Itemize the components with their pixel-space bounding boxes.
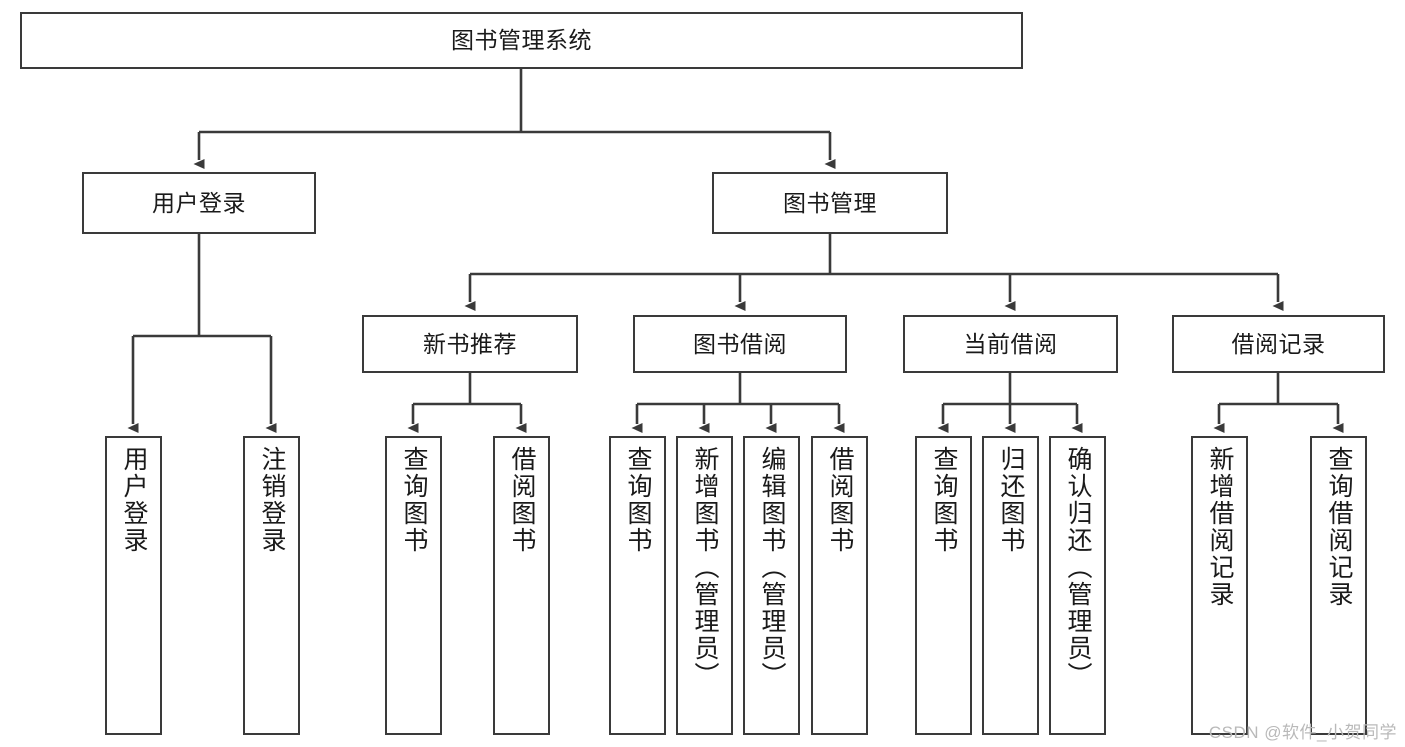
leaf-book-borrow-query-book[interactable]: 查询图书	[609, 436, 666, 735]
node-root-book-management-system[interactable]: 图书管理系统	[20, 12, 1023, 69]
node-new-book-recommend[interactable]: 新书推荐	[362, 315, 578, 373]
leaf-borrow-record-query-record[interactable]: 查询借阅记录	[1310, 436, 1367, 735]
leaf-current-borrow-confirm-return-admin[interactable]: 确认归还（管理员）	[1049, 436, 1106, 735]
node-label: 归还图书	[997, 446, 1025, 554]
node-label: 图书管理	[783, 189, 877, 216]
node-label: 借阅图书	[826, 446, 854, 554]
leaf-user-login-logout[interactable]: 注销登录	[243, 436, 300, 735]
node-label: 新增借阅记录	[1206, 446, 1234, 608]
node-label: 图书借阅	[693, 330, 787, 357]
node-label: 编辑图书（管理员）	[758, 446, 786, 689]
node-label: 查询图书	[930, 446, 958, 554]
node-book-management[interactable]: 图书管理	[712, 172, 948, 234]
node-label: 注销登录	[258, 446, 286, 554]
node-label: 用户登录	[120, 446, 148, 554]
node-borrow-record[interactable]: 借阅记录	[1172, 315, 1385, 373]
node-label: 当前借阅	[963, 330, 1058, 357]
node-label: 新书推荐	[423, 330, 517, 357]
node-label: 借阅图书	[508, 446, 536, 554]
leaf-new-book-borrow-book[interactable]: 借阅图书	[493, 436, 550, 735]
node-label: 查询图书	[400, 446, 428, 554]
leaf-book-borrow-borrow-book[interactable]: 借阅图书	[811, 436, 868, 735]
node-current-borrow[interactable]: 当前借阅	[903, 315, 1118, 373]
node-label: 新增图书（管理员）	[691, 446, 719, 689]
leaf-borrow-record-add-record[interactable]: 新增借阅记录	[1191, 436, 1248, 735]
node-label: 用户登录	[152, 189, 246, 216]
node-user-login[interactable]: 用户登录	[82, 172, 316, 234]
node-book-borrow[interactable]: 图书借阅	[633, 315, 847, 373]
node-label: 确认归还（管理员）	[1064, 446, 1092, 689]
node-label: 图书管理系统	[451, 27, 592, 54]
watermark-text: CSDN @软件_小贺同学	[1208, 723, 1397, 742]
leaf-user-login-login[interactable]: 用户登录	[105, 436, 162, 735]
leaf-current-borrow-query-book[interactable]: 查询图书	[915, 436, 972, 735]
leaf-book-borrow-edit-book-admin[interactable]: 编辑图书（管理员）	[743, 436, 800, 735]
node-label: 查询借阅记录	[1325, 446, 1353, 608]
leaf-current-borrow-return-book[interactable]: 归还图书	[982, 436, 1039, 735]
node-label: 借阅记录	[1231, 330, 1326, 357]
leaf-book-borrow-add-book-admin[interactable]: 新增图书（管理员）	[676, 436, 733, 735]
node-label: 查询图书	[624, 446, 652, 554]
leaf-new-book-query-book[interactable]: 查询图书	[385, 436, 442, 735]
